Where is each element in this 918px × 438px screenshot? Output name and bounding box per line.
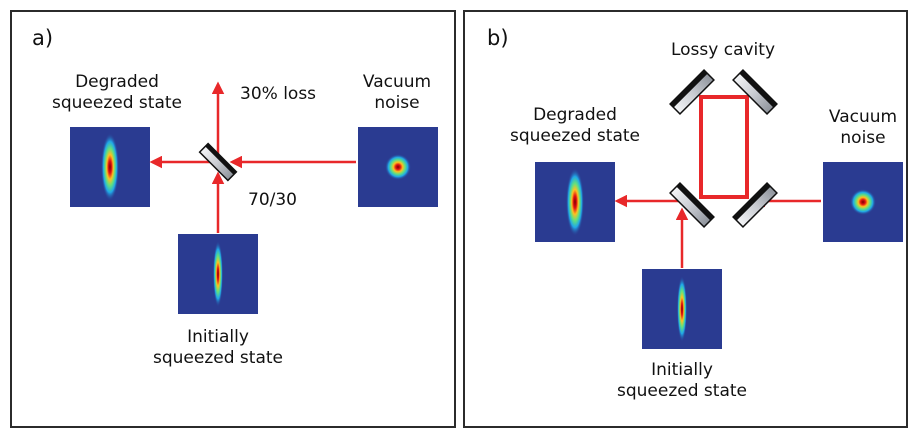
cavity-mirror-bottom-left: [669, 182, 715, 228]
panel-label: a): [32, 26, 54, 50]
panel-a-diagram: [70, 81, 438, 314]
panel-a: a) Degraded squeezed state 30% loss Vacu…: [10, 10, 456, 428]
initial-state-label: Initially squeezed state: [153, 327, 283, 368]
degraded-state-plot: [70, 127, 150, 207]
cavity-label: Lossy cavity: [670, 40, 776, 60]
panel-label: b): [487, 26, 509, 50]
initial-state-label: Initially squeezed state: [617, 360, 747, 401]
loss-label: 30% loss: [240, 84, 317, 104]
initial-state-plot: [642, 269, 722, 349]
vacuum-noise-plot: [358, 127, 438, 207]
initial-state-plot: [178, 234, 258, 314]
vacuum-noise-plot: [823, 162, 903, 242]
panel-b: b) Lossy cavity Degraded squeezed state …: [463, 10, 908, 428]
degraded-state-label: Degraded squeezed state: [510, 105, 640, 146]
cavity-beam: [699, 95, 749, 199]
degraded-state-plot: [535, 162, 615, 242]
beamsplitter: [198, 142, 238, 182]
cavity-mirror-bottom-right: [732, 182, 778, 228]
cavity-mirror-top-right: [732, 69, 778, 115]
panel-b-diagram: [535, 69, 903, 349]
vacuum-noise-label: Vacuum noise: [362, 72, 432, 113]
vacuum-noise-label: Vacuum noise: [828, 107, 898, 148]
degraded-state-label: Degraded squeezed state: [52, 72, 182, 113]
beamsplitter-ratio-label: 70/30: [248, 190, 297, 210]
cavity-mirror-top-left: [669, 69, 715, 115]
